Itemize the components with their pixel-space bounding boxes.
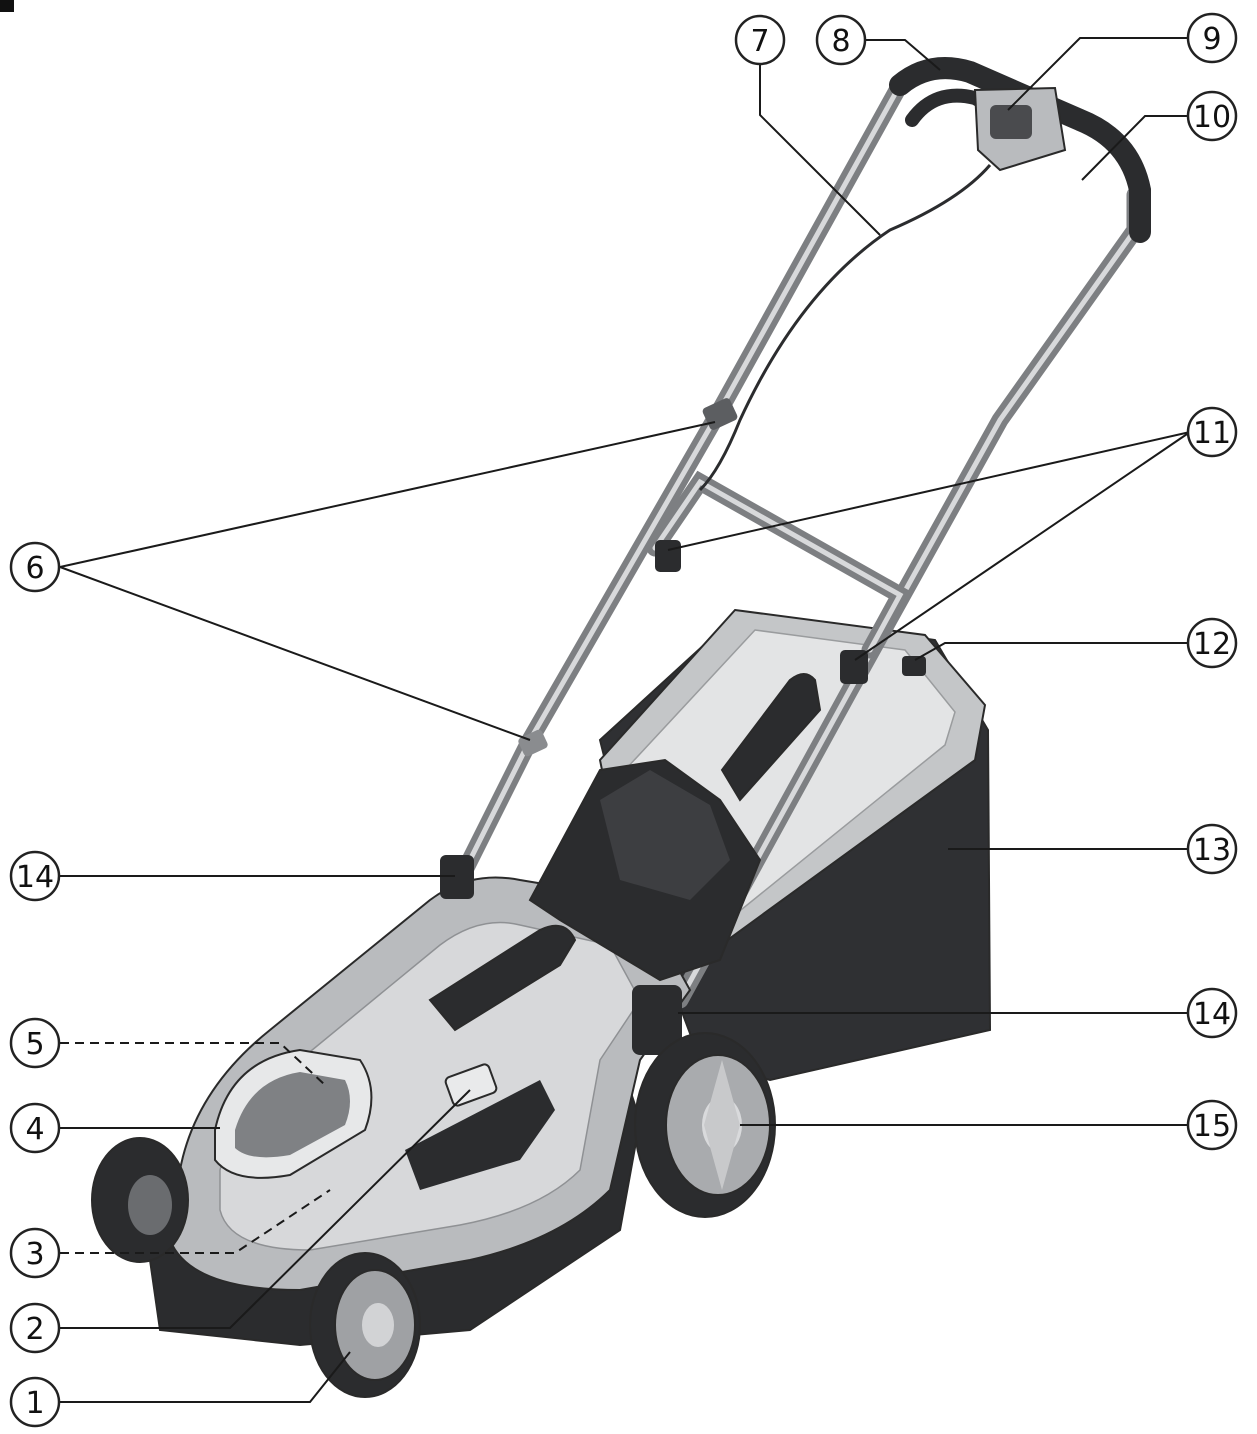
svg-text:12: 12 [1193,627,1231,662]
svg-text:9: 9 [1202,22,1221,57]
callouts: 1 2 3 4 5 6 7 8 9 10 11 12 13 14 14 15 [9,12,1238,1428]
leader-12 [914,642,1187,661]
leader-7 [759,58,881,236]
svg-text:8: 8 [831,24,850,59]
cable [698,164,992,492]
handle-clamp-lower [518,729,548,757]
cable-clip-upper [655,540,681,572]
svg-text:4: 4 [25,1112,44,1147]
mower-deck [91,758,762,1347]
callout-14-right: 14 [1186,987,1238,1039]
svg-text:6: 6 [25,551,44,586]
callout-8: 8 [815,14,867,66]
leader-9 [1007,37,1187,111]
callout-11: 11 [1186,406,1238,458]
corner-mark [0,0,14,12]
callout-5: 5 [9,1017,61,1069]
svg-text:10: 10 [1193,100,1231,135]
leader-1 [60,1351,351,1403]
callout-7: 7 [734,14,786,66]
leader-5 [60,1042,326,1086]
callout-10: 10 [1186,90,1238,142]
lower-handle-mount-right [632,985,682,1055]
fill-indicator [902,656,926,676]
cable-clip-lower [840,650,868,684]
svg-text:7: 7 [750,24,769,59]
callout-4: 4 [9,1102,61,1154]
callout-3: 3 [9,1227,61,1279]
leader-10 [1081,115,1187,181]
callout-9: 9 [1186,12,1238,64]
height-adjust-lever [444,1063,498,1107]
leader-6b [59,566,531,741]
rear-wheel [634,1032,776,1218]
callout-6: 6 [9,541,61,593]
switch-box [973,86,1067,172]
callout-1: 1 [9,1376,61,1428]
leader-8 [865,39,941,71]
battery-cover [214,1048,373,1179]
mower-illustration [91,57,1151,1398]
lower-handle-mount-left [440,855,474,899]
callout-13: 13 [1186,823,1238,875]
callout-2: 2 [9,1302,61,1354]
svg-text:1: 1 [25,1386,44,1421]
svg-text:14: 14 [16,860,54,895]
svg-text:3: 3 [25,1237,44,1272]
callout-15: 15 [1186,1099,1238,1151]
leader-6a [59,421,716,568]
svg-text:11: 11 [1193,416,1231,451]
leader-11a [667,431,1191,551]
leader-11b [854,431,1191,661]
svg-text:13: 13 [1193,833,1231,868]
callout-14-left: 14 [9,850,61,902]
svg-text:15: 15 [1193,1109,1231,1144]
handle-frame [446,57,1151,1009]
front-wheel [309,1252,421,1398]
leader-2 [60,1089,471,1329]
svg-text:5: 5 [25,1027,44,1062]
leader-lines [59,37,1191,1403]
callout-12: 12 [1186,617,1238,669]
svg-text:14: 14 [1193,997,1231,1032]
svg-text:2: 2 [25,1312,44,1347]
